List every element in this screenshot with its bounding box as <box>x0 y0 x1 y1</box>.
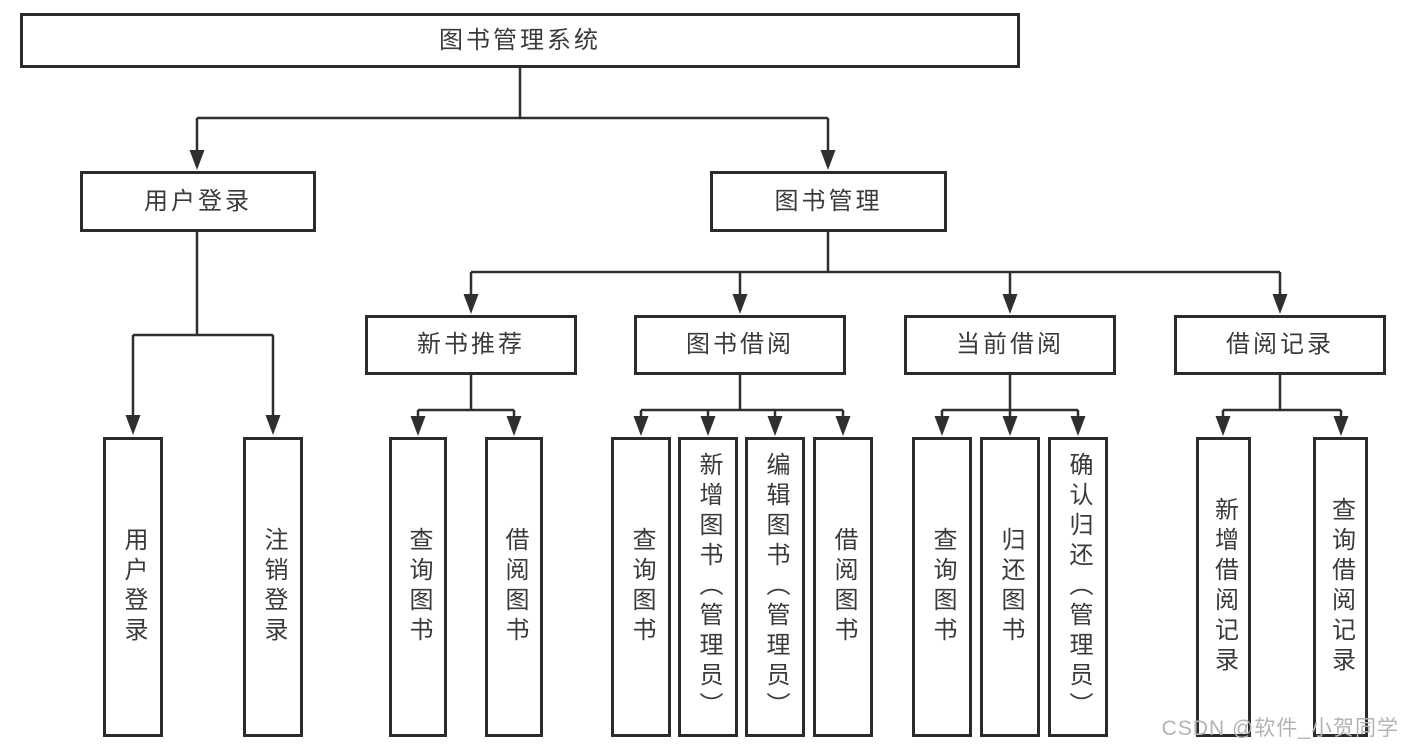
node-label: 编辑图书（管理员） <box>762 452 789 722</box>
leaf-query-borrow-record: 查询借阅记录 <box>1313 437 1368 737</box>
node-label: 图书管理 <box>774 187 883 215</box>
node-borrowing-records: 借阅记录 <box>1174 315 1386 375</box>
node-label: 新增图书（管理员） <box>695 452 722 722</box>
node-label: 借阅图书 <box>501 527 528 647</box>
node-label: 归还图书 <box>997 527 1024 647</box>
csdn-watermark: CSDN @软件_小贺同学 <box>1161 717 1399 740</box>
node-label: 查询图书 <box>628 527 655 647</box>
node-current-borrowing: 当前借阅 <box>904 315 1116 375</box>
leaf-borrow-books: 借阅图书 <box>485 437 543 737</box>
node-book-borrowing: 图书借阅 <box>634 315 846 375</box>
leaf-logout: 注销登录 <box>243 437 303 737</box>
node-label: 用户登录 <box>120 527 147 647</box>
leaf-user-login: 用户登录 <box>103 437 163 737</box>
node-library-system: 图书管理系统 <box>20 13 1020 68</box>
node-label: 借阅记录 <box>1226 331 1334 358</box>
leaf-query-books: 查询图书 <box>912 437 972 737</box>
leaf-query-books: 查询图书 <box>389 437 447 737</box>
node-label: 图书借阅 <box>686 331 794 358</box>
leaf-return-books: 归还图书 <box>980 437 1040 737</box>
node-label: 查询借阅记录 <box>1327 497 1355 677</box>
node-label: 新书推荐 <box>417 331 525 358</box>
node-label: 注销登录 <box>260 527 287 647</box>
node-label: 借阅图书 <box>830 527 857 647</box>
leaf-query-books: 查询图书 <box>611 437 671 737</box>
node-label: 确认归还（管理员） <box>1065 452 1092 722</box>
node-new-book-recommendation: 新书推荐 <box>365 315 577 375</box>
node-book-management-module: 图书管理 <box>710 171 947 232</box>
node-label: 查询图书 <box>929 527 956 647</box>
node-label: 用户登录 <box>144 187 252 215</box>
leaf-borrow-books: 借阅图书 <box>813 437 873 737</box>
leaf-add-borrow-record: 新增借阅记录 <box>1196 437 1251 737</box>
node-label: 新增借阅记录 <box>1210 497 1238 677</box>
node-label: 查询图书 <box>405 527 432 647</box>
leaf-edit-books-admin: 编辑图书（管理员） <box>745 437 805 737</box>
node-user-login-module: 用户登录 <box>80 171 316 232</box>
node-label: 当前借阅 <box>956 331 1064 358</box>
leaf-add-books-admin: 新增图书（管理员） <box>678 437 738 737</box>
leaf-confirm-return-admin: 确认归还（管理员） <box>1048 437 1108 737</box>
node-label: 图书管理系统 <box>439 26 601 54</box>
